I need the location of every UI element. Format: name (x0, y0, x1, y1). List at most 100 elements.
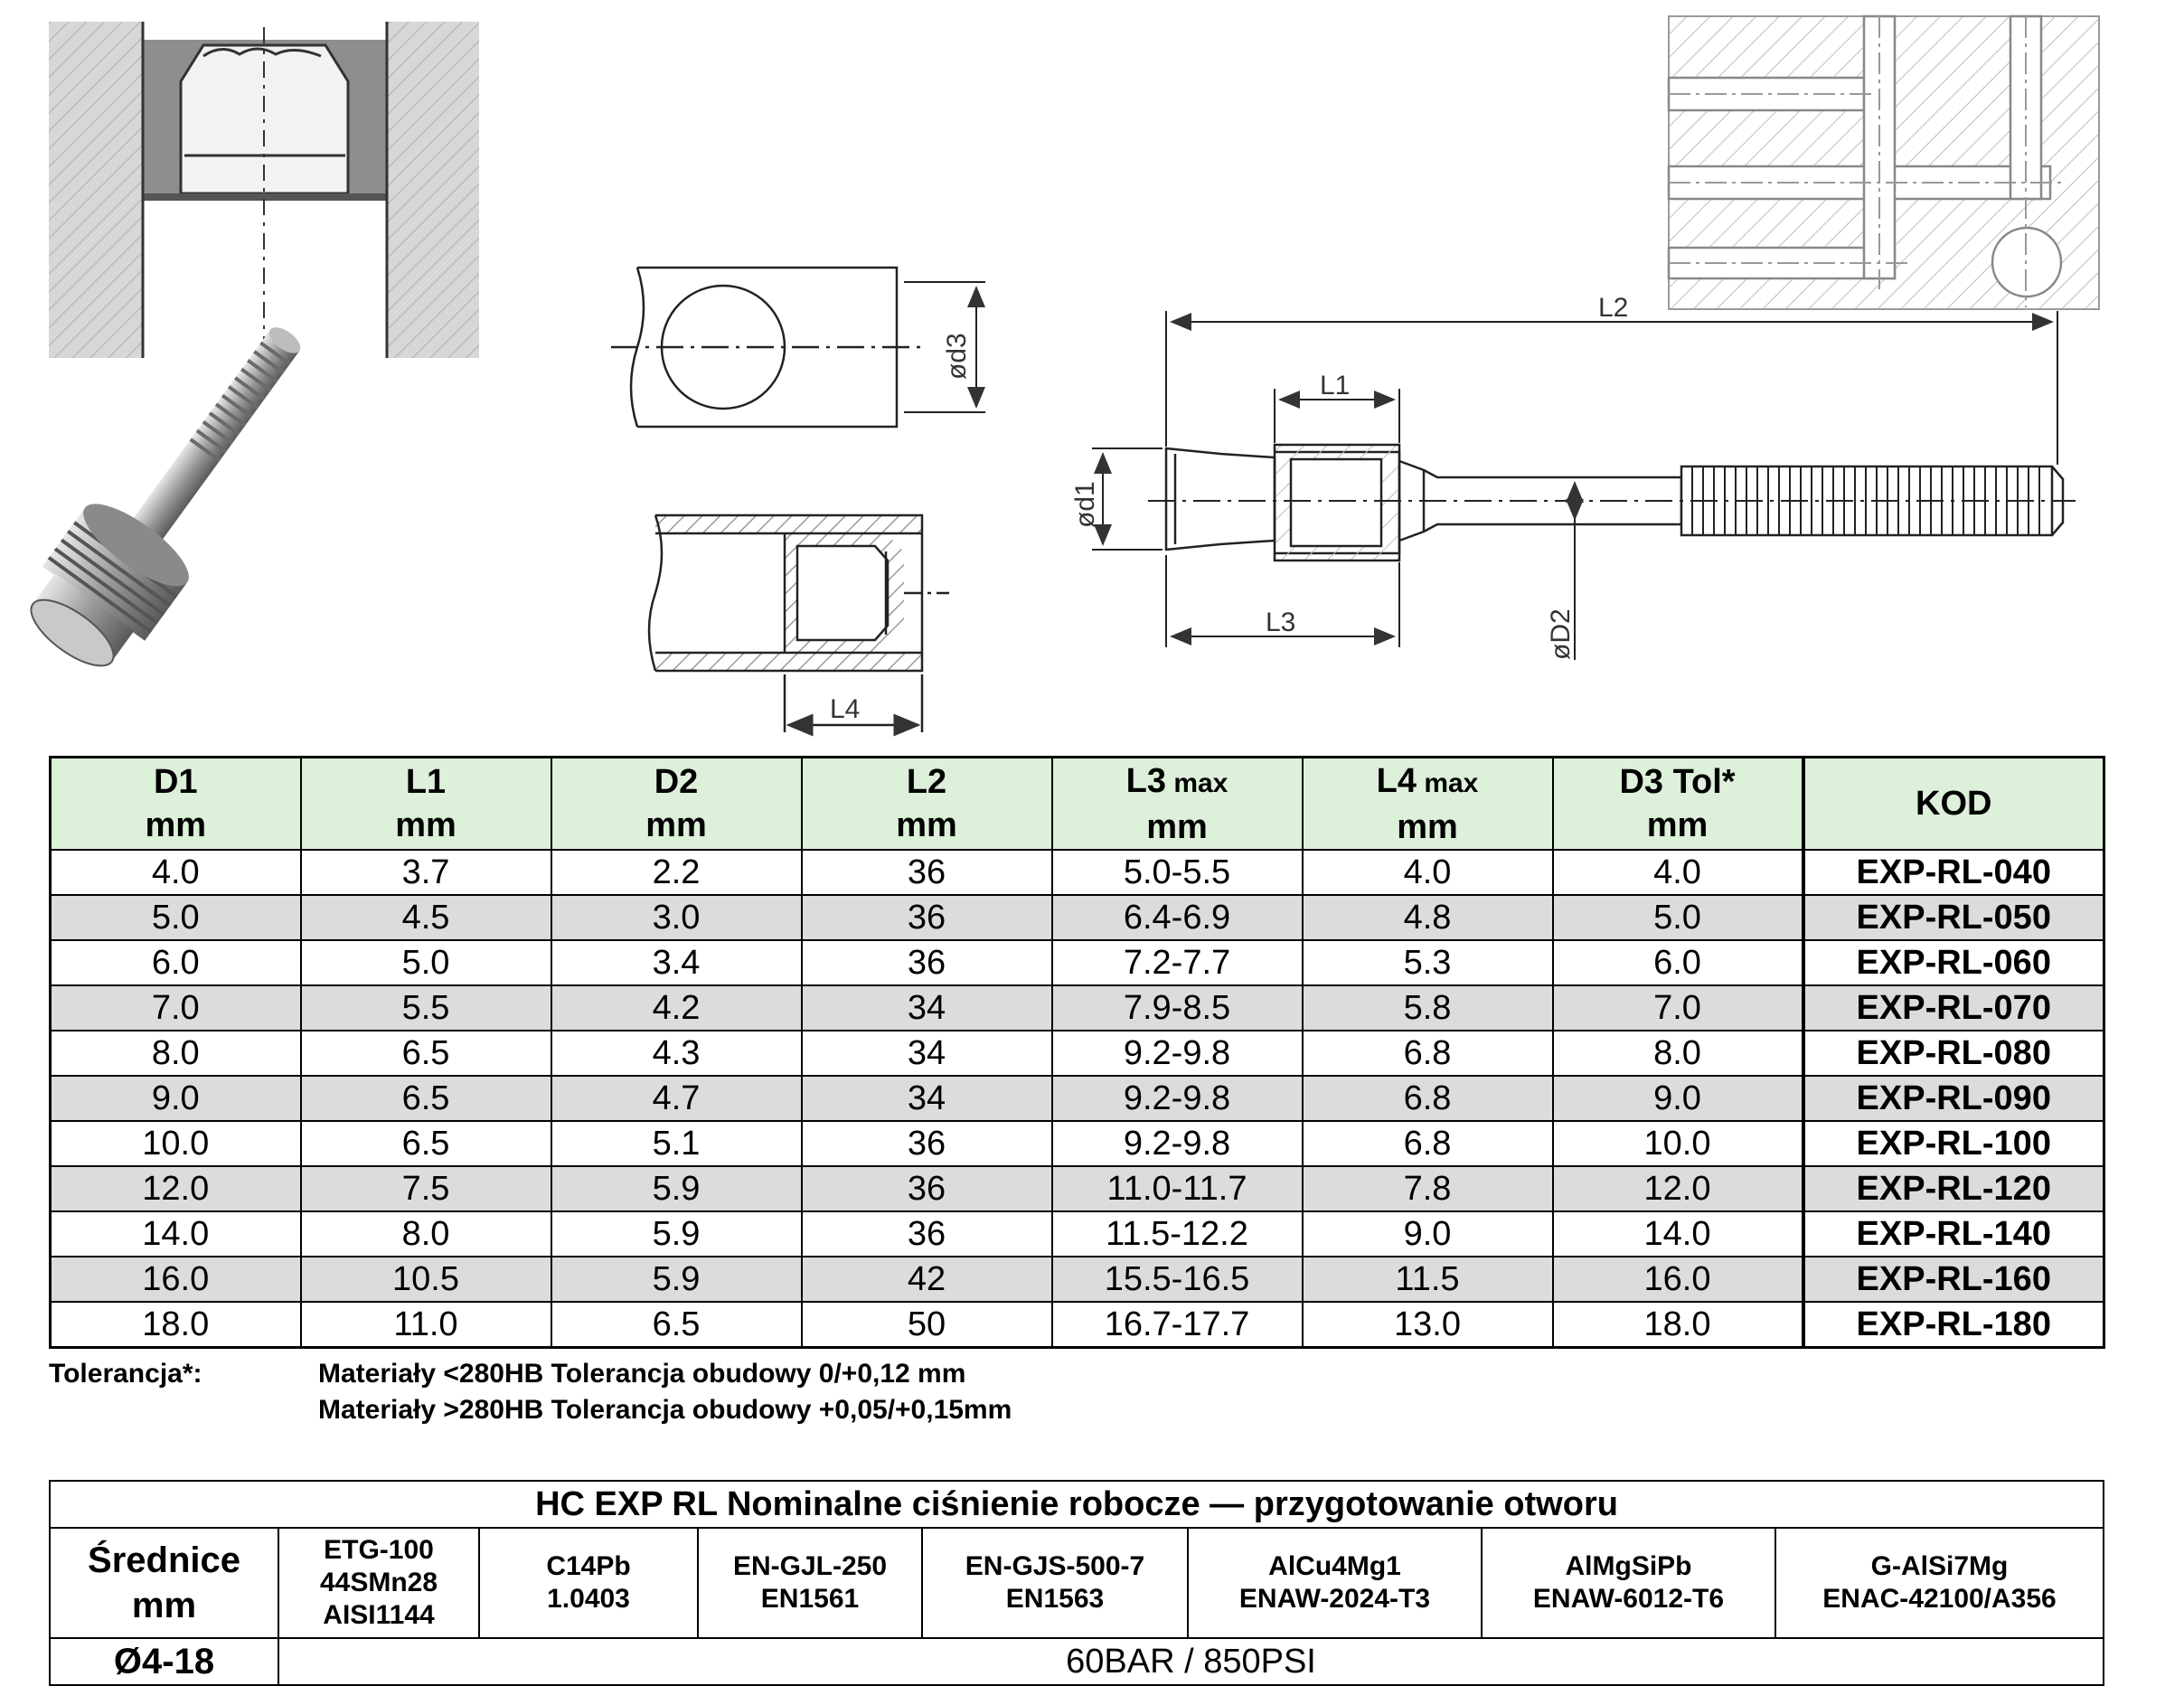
d2-label: øD2 (1546, 608, 1576, 660)
tolerance-label: Tolerancja*: (49, 1359, 202, 1389)
kod-cell: EXP-RL-160 (1801, 1256, 2105, 1303)
table-cell: 5.0 (1551, 894, 1804, 941)
table-cell: 7.9-8.5 (1050, 984, 1304, 1031)
d1-label: ød1 (1070, 481, 1100, 528)
table-cell: 5.0 (49, 894, 302, 941)
table-cell: 34 (800, 1075, 1053, 1122)
table-cell: 36 (800, 1165, 1053, 1212)
kod-cell: EXP-RL-060 (1801, 939, 2105, 986)
pressure-title: HC EXP RL Nominalne ciśnienie robocze — … (48, 1480, 2105, 1529)
table-cell: 10.0 (49, 1120, 302, 1167)
table-cell: 36 (800, 1120, 1053, 1167)
table-cell: 6.8 (1301, 1120, 1554, 1167)
table-cell: 9.0 (49, 1075, 302, 1122)
tolerance-notes: Materiały <280HB Tolerancja obudowy 0/+0… (318, 1356, 1012, 1428)
table-cell: 14.0 (1551, 1210, 1804, 1257)
table-cell: 4.5 (299, 894, 552, 941)
table-cell: 16.7-17.7 (1050, 1301, 1304, 1349)
table-cell: 9.2-9.8 (1050, 1075, 1304, 1122)
table-cell: 4.2 (550, 984, 803, 1031)
kod-cell: EXP-RL-120 (1801, 1165, 2105, 1212)
table-cell: 11.5-12.2 (1050, 1210, 1304, 1257)
table-cell: 6.0 (1551, 939, 1804, 986)
table-cell: 5.0-5.5 (1050, 849, 1304, 896)
d3-label: ød3 (942, 333, 972, 380)
table-cell: 7.8 (1301, 1165, 1554, 1212)
table-cell: 5.1 (550, 1120, 803, 1167)
hole-l4-section (647, 513, 949, 737)
l3-label: L3 (1266, 608, 1295, 637)
pressure-table: HC EXP RL Nominalne ciśnienie robocze — … (48, 1480, 2105, 1686)
table-cell: 9.2-9.8 (1050, 1030, 1304, 1077)
table-cell: 6.8 (1301, 1075, 1554, 1122)
table-cell: 4.8 (1301, 894, 1554, 941)
table-cell: 11.5 (1301, 1256, 1554, 1303)
table-cell: 5.0 (299, 939, 552, 986)
table-cell: 6.0 (49, 939, 302, 986)
table-cell: 6.5 (299, 1120, 552, 1167)
table-cell: 10.0 (1551, 1120, 1804, 1167)
table-cell: 3.0 (550, 894, 803, 941)
kod-cell: EXP-RL-070 (1801, 984, 2105, 1031)
table-cell: 15.5-16.5 (1050, 1256, 1304, 1303)
kod-cell: EXP-RL-140 (1801, 1210, 2105, 1257)
hole-d3-view (611, 266, 985, 429)
table-cell: 6.8 (1301, 1030, 1554, 1077)
kod-cell: EXP-RL-090 (1801, 1075, 2105, 1122)
table-cell: 6.5 (550, 1301, 803, 1349)
table-cell: 8.0 (49, 1030, 302, 1077)
l1-label: L1 (1320, 371, 1350, 400)
kod-cell: EXP-RL-180 (1801, 1301, 2105, 1349)
table-cell: 9.0 (1301, 1210, 1554, 1257)
header-kod: KOD (1801, 756, 2105, 851)
table-cell: 9.2-9.8 (1050, 1120, 1304, 1167)
table-cell: 5.3 (1301, 939, 1554, 986)
table-cell: 50 (800, 1301, 1053, 1349)
diameter-range: Ø4-18 (49, 1637, 279, 1686)
table-cell: 5.9 (550, 1210, 803, 1257)
table-cell: 36 (800, 1210, 1053, 1257)
table-cell: 11.0-11.7 (1050, 1165, 1304, 1212)
table-cell: 7.2-7.7 (1050, 939, 1304, 986)
table-cell: 6.5 (299, 1075, 552, 1122)
table-cell: 16.0 (49, 1256, 302, 1303)
table-cell: 12.0 (1551, 1165, 1804, 1212)
plug-cross-section-image (49, 22, 479, 358)
table-cell: 36 (800, 894, 1053, 941)
table-cell: 7.0 (1551, 984, 1804, 1031)
table-cell: 6.5 (299, 1030, 552, 1077)
table-cell: 12.0 (49, 1165, 302, 1212)
table-cell: 4.3 (550, 1030, 803, 1077)
l2-label: L2 (1598, 293, 1628, 323)
pressure-value: 60BAR / 850PSI (277, 1637, 2105, 1686)
table-cell: 4.0 (1301, 849, 1554, 896)
table-cell: 4.0 (1551, 849, 1804, 896)
table-cell: 5.8 (1301, 984, 1554, 1031)
kod-cell: EXP-RL-100 (1801, 1120, 2105, 1167)
table-cell: 5.5 (299, 984, 552, 1031)
table-cell: 18.0 (49, 1301, 302, 1349)
tolerance-line: Materiały <280HB Tolerancja obudowy 0/+0… (318, 1359, 966, 1389)
table-cell: 36 (800, 849, 1053, 896)
table-cell: 14.0 (49, 1210, 302, 1257)
table-cell: 2.2 (550, 849, 803, 896)
table-cell: 10.5 (299, 1256, 552, 1303)
table-cell: 18.0 (1551, 1301, 1804, 1349)
